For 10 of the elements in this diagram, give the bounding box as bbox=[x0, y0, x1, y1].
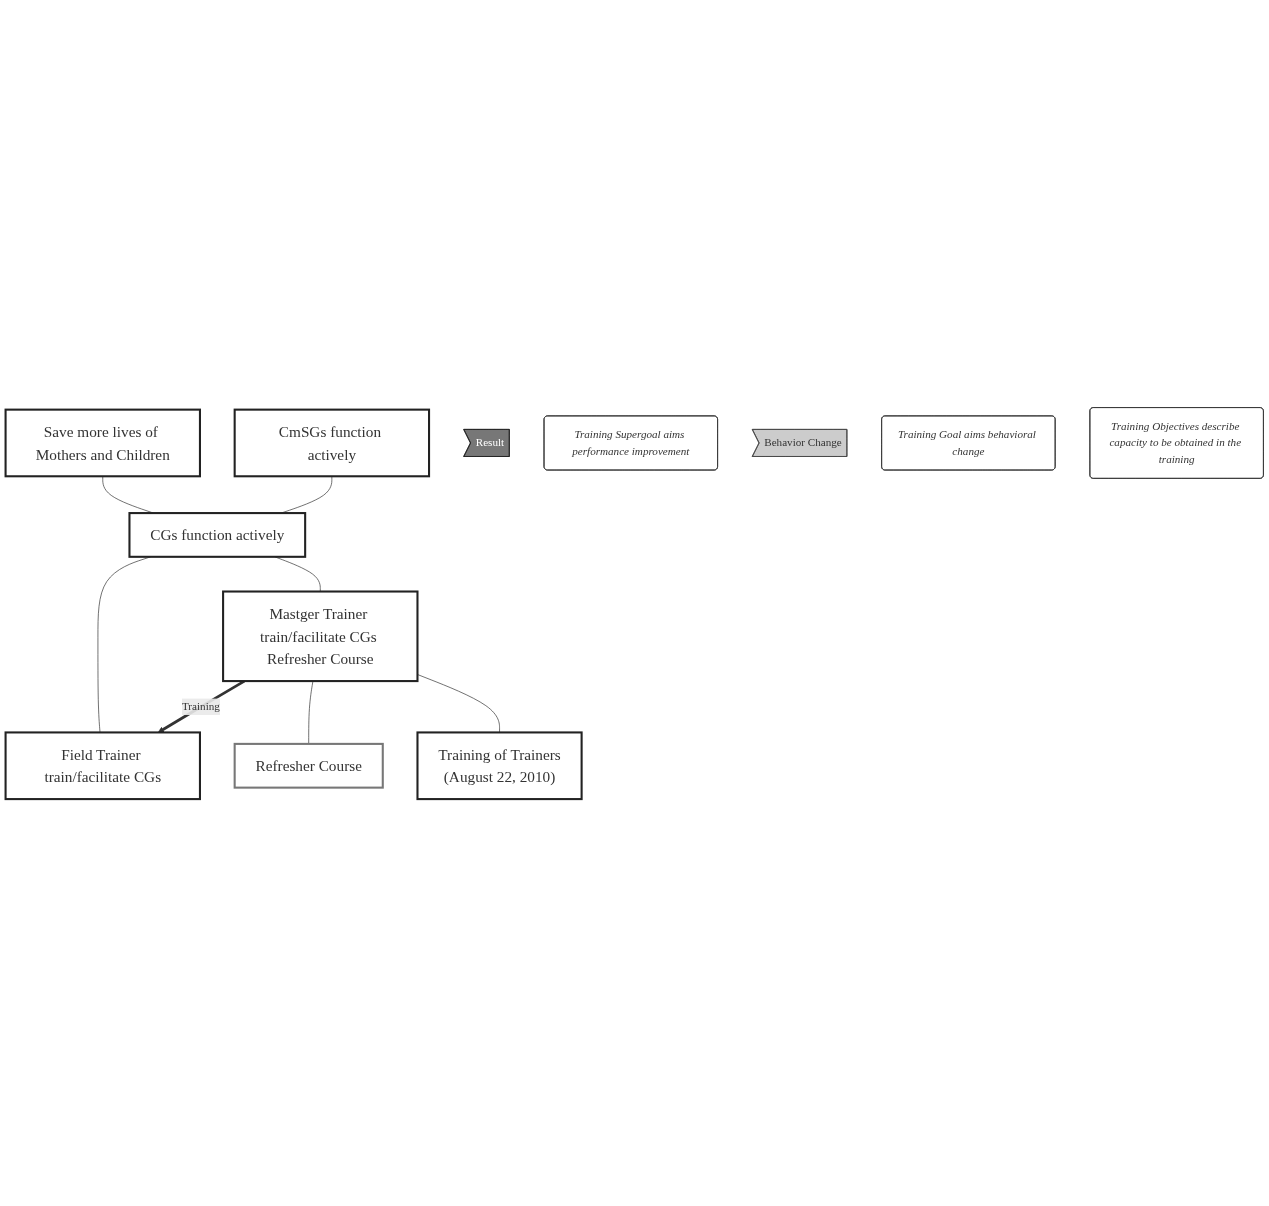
node-box: Refresher Course bbox=[233, 742, 384, 789]
node-box: CmSGs function actively bbox=[233, 408, 431, 477]
node-box: Mastger Trainer train/facilitate CGs Refresher Course bbox=[222, 590, 419, 682]
node-box: CGs function actively bbox=[128, 511, 307, 558]
node-box: Training of Trainers (August 22, 2010) bbox=[416, 731, 583, 800]
connector bbox=[417, 673, 500, 733]
connector bbox=[308, 680, 314, 744]
edge-label: Training bbox=[181, 700, 220, 712]
node-box: Field Trainer train/facilitate CGs bbox=[4, 731, 201, 800]
node-box: Save more lives of Mothers and Children bbox=[4, 408, 201, 477]
